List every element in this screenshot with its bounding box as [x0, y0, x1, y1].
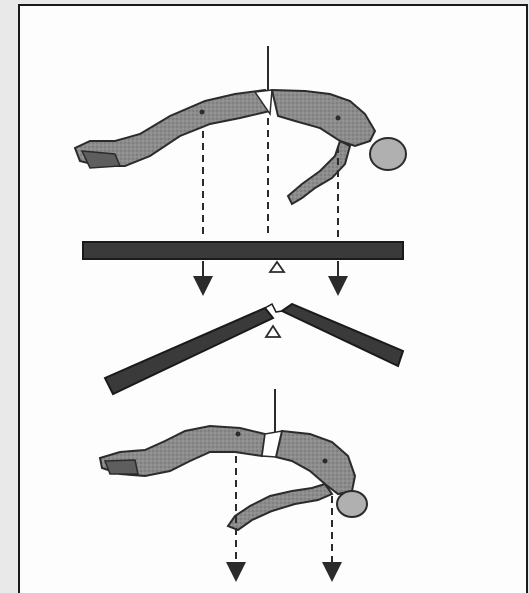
- athlete-arched: [100, 389, 367, 530]
- lever-diagram: [20, 6, 528, 593]
- torso-bottom: [276, 431, 355, 494]
- arm-bottom: [228, 484, 332, 530]
- head-top: [370, 138, 406, 170]
- figure-panel: [18, 4, 528, 593]
- head-bottom: [337, 491, 367, 517]
- torso-top: [272, 90, 375, 146]
- triangle-fulcrum-icon: [266, 326, 280, 337]
- athlete-horizontal: [75, 46, 406, 204]
- lever-board-level: [83, 242, 403, 259]
- triangle-fulcrum-icon: [270, 262, 284, 272]
- arm-top: [288, 141, 350, 204]
- lever-board-bent: [105, 304, 403, 394]
